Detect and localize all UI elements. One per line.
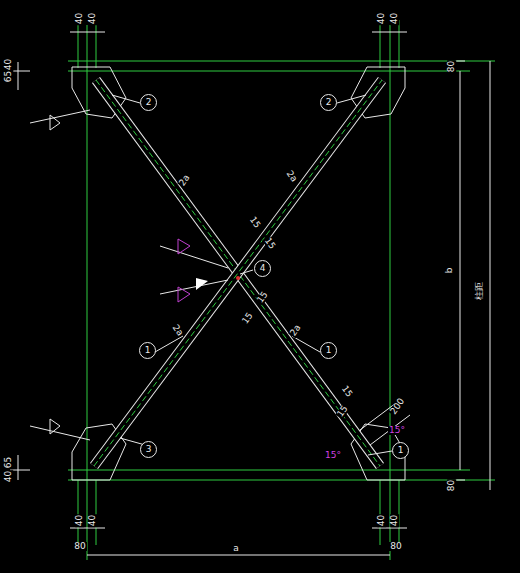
- dimension-text: 65: [4, 69, 13, 82]
- callout-number: 1: [326, 346, 332, 355]
- callout-circle: 2: [140, 94, 157, 111]
- callout-number: 4: [260, 264, 266, 273]
- callout-circle: 1: [392, 442, 409, 459]
- dimension-text: 40: [377, 11, 386, 24]
- dimension-text: 40: [390, 513, 399, 526]
- callout-number: 3: [146, 445, 152, 454]
- dimension-text: 2a: [285, 168, 300, 184]
- dimension-text: 40: [4, 469, 13, 482]
- callout-circle: 1: [320, 342, 337, 359]
- callout-number: 2: [326, 98, 332, 107]
- dimension-text: 40: [88, 513, 97, 526]
- dimension-text: 柱距: [475, 280, 484, 300]
- dimension-text: 40: [75, 513, 84, 526]
- dimension-text: 15: [240, 310, 255, 326]
- dimension-text: 80: [447, 478, 456, 491]
- dimension-text: 80: [447, 59, 456, 72]
- dimension-text: 65: [4, 455, 13, 468]
- callout-number: 2: [146, 98, 152, 107]
- dimension-text: b: [446, 266, 455, 274]
- dimension-text: 40: [377, 513, 386, 526]
- dimension-text: 2a: [171, 322, 186, 338]
- dimension-text: 200: [389, 396, 407, 417]
- callout-circle: 1: [139, 342, 156, 359]
- dimension-text: 40: [88, 11, 97, 24]
- dimension-text: 15: [339, 383, 354, 399]
- dimension-text: 40: [75, 11, 84, 24]
- callout-number: 1: [398, 446, 404, 455]
- callout-circle: 4: [254, 260, 271, 277]
- callout-circle: 2: [320, 94, 337, 111]
- dimension-text: a: [232, 544, 240, 553]
- dimension-text: 80: [389, 542, 402, 551]
- dimension-text: 15: [247, 214, 262, 230]
- dimension-text: 40: [4, 57, 13, 70]
- dimension-text: 15: [255, 289, 270, 305]
- dimension-text: 15°: [388, 426, 406, 435]
- dimension-text: 40: [390, 11, 399, 24]
- dimension-text: 15°: [324, 451, 342, 460]
- callout-circle: 3: [140, 441, 157, 458]
- callout-number: 1: [145, 346, 151, 355]
- dimension-text: 80: [73, 542, 86, 551]
- dimension-text: 15: [262, 235, 277, 251]
- dimension-text: 2a: [178, 172, 193, 188]
- dimension-text: 2a: [289, 322, 304, 338]
